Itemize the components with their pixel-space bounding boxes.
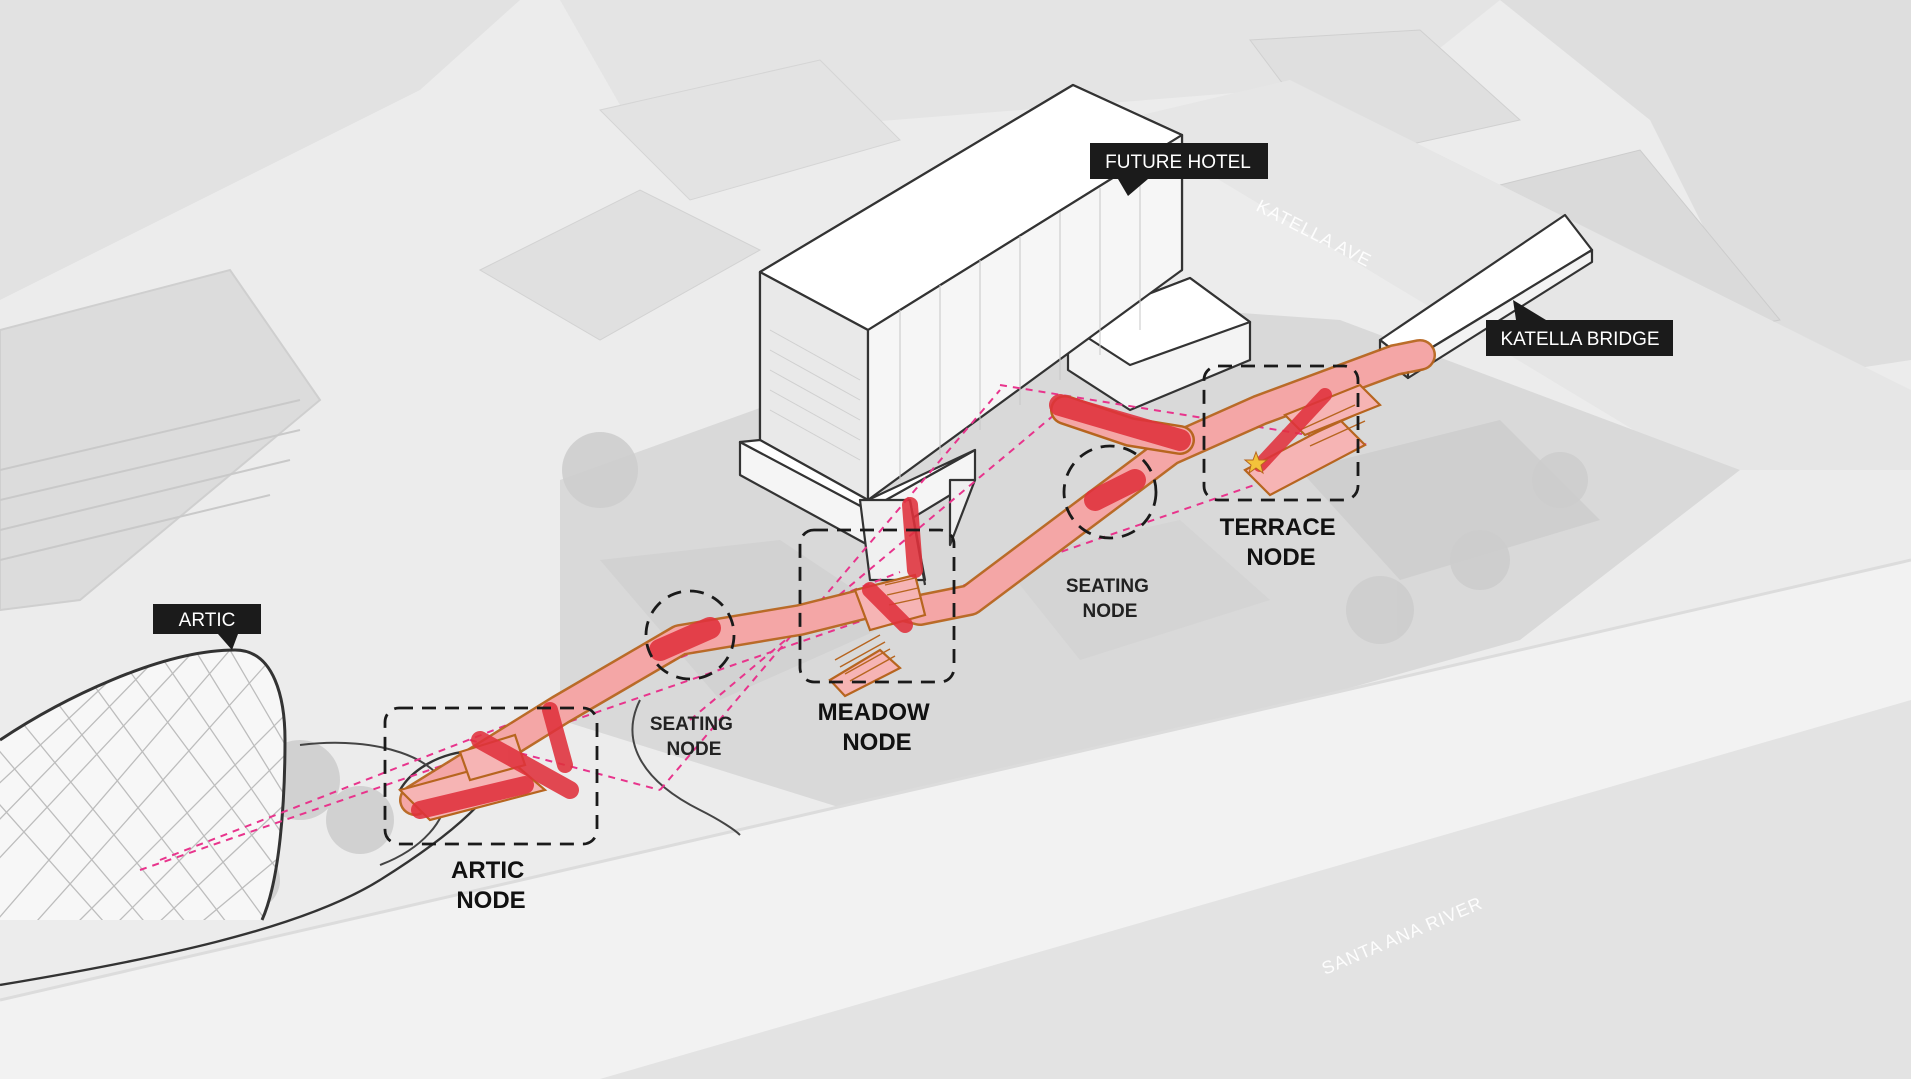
node-labels: ARTIC NODE MEADOW NODE TERRACE NODE SEAT… bbox=[451, 514, 1343, 914]
seating-node-right-label-line2: NODE bbox=[1083, 601, 1138, 622]
svg-text:ARTIC NODE: ARTIC NODE bbox=[451, 857, 531, 914]
artic-lattice bbox=[0, 650, 285, 920]
seating-node-right-label-line1: SEATING bbox=[1066, 576, 1149, 597]
stair-treads bbox=[834, 404, 1366, 682]
artic-building bbox=[0, 648, 741, 987]
artic-node-label-line1: ARTIC bbox=[451, 857, 524, 884]
callout-artic: ARTIC bbox=[153, 604, 261, 650]
seating-node-left-label-line1: SEATING bbox=[650, 714, 733, 735]
svg-text:SEATING NODE: SEATING NODE bbox=[1066, 576, 1154, 622]
seating-node-right-ring bbox=[1062, 444, 1158, 540]
future-hotel-label: FUTURE HOTEL bbox=[1105, 152, 1251, 173]
svg-text:TERRACE NODE: TERRACE NODE bbox=[1220, 514, 1343, 571]
svg-text:SEATING NODE: SEATING NODE bbox=[650, 714, 738, 760]
node-markers bbox=[383, 364, 1360, 846]
terrace-node-label-line2: NODE bbox=[1246, 544, 1315, 571]
elevated-walkway bbox=[397, 339, 1436, 822]
seating-node-left-ring bbox=[644, 589, 736, 681]
meadow-node-label-line1: MEADOW bbox=[818, 699, 930, 726]
meadow-node-box bbox=[798, 528, 956, 684]
callout-future-hotel: FUTURE HOTEL bbox=[1090, 143, 1268, 196]
activity-bars bbox=[411, 388, 1332, 819]
viewpoint-star-icon bbox=[1243, 450, 1269, 475]
artic-label: ARTIC bbox=[179, 610, 236, 631]
terrace-node-label-line1: TERRACE bbox=[1220, 514, 1336, 541]
svg-text:MEADOW NODE: MEADOW NODE bbox=[818, 699, 937, 756]
seating-node-left-label-line2: NODE bbox=[667, 739, 722, 760]
artic-node-box bbox=[383, 706, 599, 846]
callout-katella-bridge: KATELLA BRIDGE bbox=[1486, 300, 1673, 356]
parking-structure-lines bbox=[0, 399, 301, 561]
katella-bridge-label: KATELLA BRIDGE bbox=[1500, 329, 1659, 350]
artic-node-label-line2: NODE bbox=[456, 887, 525, 914]
meadow-node-label-line2: NODE bbox=[842, 729, 911, 756]
hotel-floor-lines bbox=[769, 329, 861, 461]
hotel-window-lines bbox=[899, 162, 1141, 480]
